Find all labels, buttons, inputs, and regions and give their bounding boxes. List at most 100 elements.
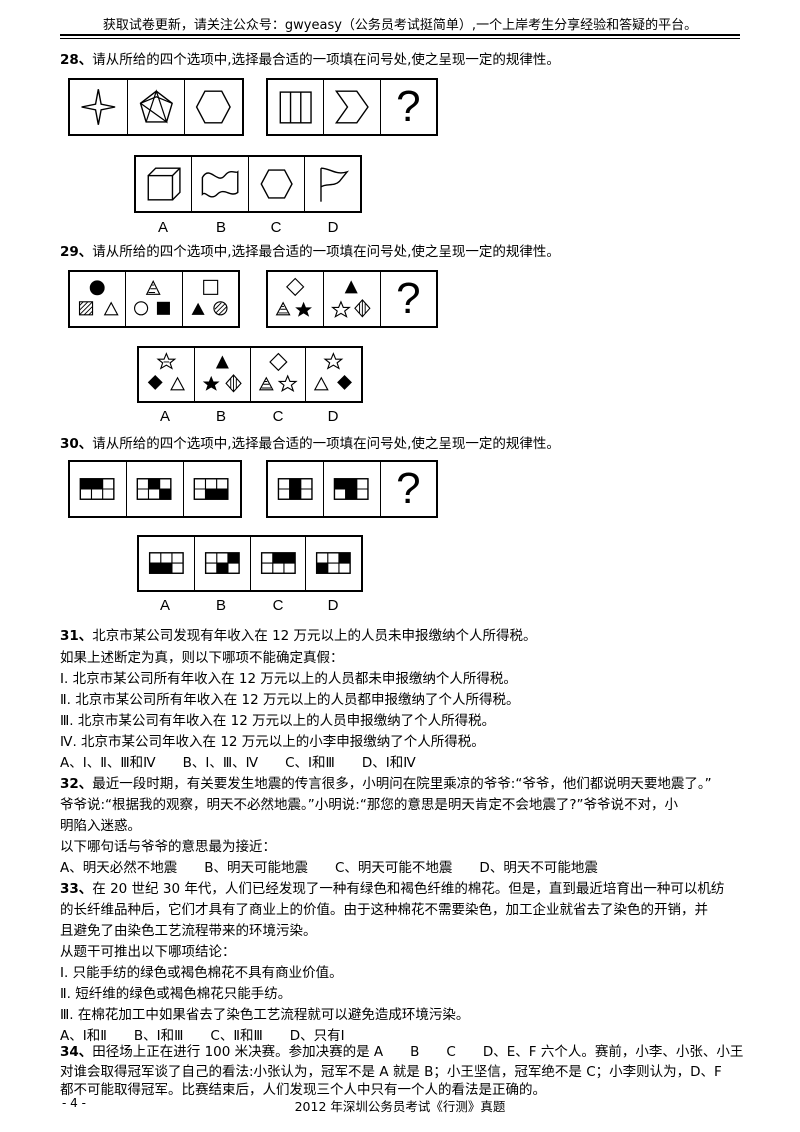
q32-line: 以下哪句话与爷爷的意思最为接近： (60, 839, 276, 855)
triangle-star-hatched-diamond-figure (323, 272, 379, 326)
q33-line: Ⅲ. 在棉花加工中如果省去了染色工艺流程就可以避免造成环境污染。 (60, 1007, 470, 1023)
option-b-label: B (215, 597, 226, 614)
question-text: 请从所给的四个选项中,选择最合适的一项填在问号处,使之呈现一定的规律性。 (92, 244, 560, 260)
option-c-label: C (272, 597, 284, 614)
question-number: 30、 (60, 436, 93, 452)
q32-line: 明陷入迷惑。 (60, 818, 141, 834)
header-rule-thin (60, 38, 740, 39)
q28-options (134, 155, 362, 213)
question-text: 北京市某公司发现有年收入在 12 万元以上的人员未申报缴纳个人所得税。 (92, 628, 537, 644)
q28-group-1 (68, 78, 244, 136)
header-rule (60, 34, 740, 36)
q31-line: Ⅱ. 北京市某公司所有年收入在 12 万元以上的人员都申报缴纳了个人所得税。 (60, 692, 520, 708)
question-mark-cell: ? (379, 80, 436, 134)
q30-group-2: ? (266, 460, 438, 518)
option-a-grid[interactable] (139, 537, 194, 590)
option-b-figure[interactable] (193, 348, 250, 401)
grid-pattern-1 (70, 462, 126, 516)
chevron-figure (323, 80, 379, 134)
question-text: 在 20 世纪 30 年代，人们已经发现了一种有绿色和褐色纤维的棉花。但是，直到… (92, 881, 725, 897)
question-number: 33、 (60, 881, 93, 897)
option-d-grid[interactable] (305, 537, 361, 590)
option-d-flag[interactable] (303, 157, 360, 211)
option-d-label: D (327, 597, 339, 614)
question-33-stem: 33、在 20 世纪 30 年代，人们已经发现了一种有绿色和褐色纤维的棉花。但是… (60, 877, 724, 897)
option-a-cube[interactable] (136, 157, 191, 211)
q31-choices: A、Ⅰ、Ⅱ、Ⅲ和Ⅳ B、Ⅰ、Ⅲ、Ⅳ C、Ⅰ和Ⅲ D、Ⅰ和Ⅳ (60, 755, 416, 771)
option-b-label: B (215, 408, 226, 425)
question-number: 32、 (60, 776, 93, 792)
option-c-grid[interactable] (249, 537, 306, 590)
grid-pattern-2 (126, 462, 183, 516)
q30-options (137, 535, 363, 592)
q32-line: 爷爷说:“根据我的观察，明天不必然地震。”小明说:“那您的意思是明天肯定不会地震… (60, 797, 678, 813)
option-d-label: D (327, 219, 339, 236)
question-number: 31、 (60, 628, 93, 644)
question-mark: ? (396, 464, 421, 513)
question-31-stem: 31、北京市某公司发现有年收入在 12 万元以上的人员未申报缴纳个人所得税。 (60, 624, 537, 644)
q29-options (137, 346, 363, 403)
question-mark-cell: ? (379, 272, 436, 326)
q31-line: 如果上述断定为真，则以下哪项不能确定真假： (60, 650, 344, 666)
q33-line: Ⅱ. 短纤维的绿色或褐色棉花只能手纺。 (60, 986, 292, 1002)
q33-choices: A、Ⅰ和Ⅱ B、Ⅰ和Ⅲ C、Ⅱ和Ⅲ D、只有Ⅰ (60, 1028, 345, 1044)
question-number: 34、 (60, 1044, 93, 1060)
diamond-hatched-triangle-star-figure (268, 272, 323, 326)
option-d-figure[interactable] (305, 348, 361, 401)
q31-line: Ⅰ. 北京市某公司所有年收入在 12 万元以上的人员都未申报缴纳个人所得税。 (60, 671, 517, 687)
q29-group-1 (68, 270, 240, 328)
q33-line: 的长纤维品种后，它们才具有了商业上的价值。由于这种棉花不需要染色，加工企业就省去… (60, 902, 708, 918)
three-bar-square-figure (268, 80, 323, 134)
q33-line: 从题干可推出以下哪项结论： (60, 944, 236, 960)
option-d-label: D (327, 408, 339, 425)
question-text: 田径场上正在进行 100 米决赛。参加决赛的是 A B C D、E、F 六个人。… (92, 1044, 744, 1060)
option-b-grid[interactable] (193, 537, 250, 590)
footer-title: 2012 年深圳公务员考试《行测》真题 (294, 1099, 506, 1114)
question-28-stem: 28、请从所给的四个选项中,选择最合适的一项填在问号处,使之呈现一定的规律性。 (60, 48, 560, 68)
question-text: 最近一段时期，有关要发生地震的传言很多，小明问在院里乘凉的爷爷:“爷爷，他们都说… (92, 776, 712, 792)
hexagon-figure (184, 80, 242, 134)
option-a-figure[interactable] (139, 348, 194, 401)
option-c-figure[interactable] (249, 348, 306, 401)
four-point-star-figure (70, 80, 127, 134)
page-header: 获取试卷更新，请关注公众号：gwyeasy（公务员考试挺简单）,一个上岸考生分享… (102, 18, 698, 33)
grid-pattern-3 (183, 462, 240, 516)
q33-line: Ⅰ. 只能手纺的绿色或褐色棉花不具有商业价值。 (60, 965, 343, 981)
option-a-label: A (159, 408, 170, 425)
question-34-stem: 34、田径场上正在进行 100 米决赛。参加决赛的是 A B C D、E、F 六… (60, 1040, 743, 1060)
q33-line: 且避免了由染色工艺流程带来的环境污染。 (60, 923, 317, 939)
option-c-label: C (270, 219, 282, 236)
option-a-label: A (159, 597, 170, 614)
q28-group-2: ? (266, 78, 438, 136)
option-c-label: C (272, 408, 284, 425)
q34-line: 对谁会取得冠军谈了自己的看法:小张认为，冠军不是 A 就是 B；小王坚信，冠军绝… (60, 1064, 722, 1080)
q31-line: Ⅳ. 北京市某公司年收入在 12 万元以上的小李申报缴纳了个人所得税。 (60, 734, 485, 750)
circle-hatched-square-triangle-figure (70, 272, 125, 326)
q34-line: 都不可能取得冠军。比赛结束后，人们发现三个人中只有一个人的看法是正确的。 (60, 1082, 546, 1098)
question-mark: ? (396, 274, 421, 323)
question-text: 请从所给的四个选项中,选择最合适的一项填在问号处,使之呈现一定的规律性。 (92, 436, 560, 452)
option-c-hexagon[interactable] (247, 157, 304, 211)
question-30-stem: 30、请从所给的四个选项中,选择最合适的一项填在问号处,使之呈现一定的规律性。 (60, 432, 560, 452)
option-b-label: B (215, 219, 226, 236)
q31-line: Ⅲ. 北京市某公司有年收入在 12 万元以上的人员申报缴纳了个人所得税。 (60, 713, 496, 729)
grid-pattern-4 (268, 462, 323, 516)
q30-group-1 (68, 460, 242, 518)
question-mark: ? (396, 82, 421, 131)
q29-group-2: ? (266, 270, 438, 328)
q32-choices: A、明天必然不地震 B、明天可能地震 C、明天可能不地震 D、明天不可能地震 (60, 860, 598, 876)
page-number: - 4 - (62, 1096, 86, 1110)
question-mark-cell: ? (379, 462, 436, 516)
hatched-triangle-circle-square-figure (125, 272, 181, 326)
option-a-label: A (157, 219, 168, 236)
question-text: 请从所给的四个选项中,选择最合适的一项填在问号处,使之呈现一定的规律性。 (92, 52, 560, 68)
question-number: 28、 (60, 52, 93, 68)
question-number: 29、 (60, 244, 93, 260)
pentagon-with-lines-figure (126, 80, 185, 134)
option-b-wave[interactable] (191, 157, 247, 211)
grid-pattern-5 (323, 462, 379, 516)
square-triangle-hatched-circle-figure (181, 272, 238, 326)
question-29-stem: 29、请从所给的四个选项中,选择最合适的一项填在问号处,使之呈现一定的规律性。 (60, 240, 560, 260)
question-32-stem: 32、最近一段时期，有关要发生地震的传言很多，小明问在院里乘凉的爷爷:“爷爷，他… (60, 772, 712, 792)
